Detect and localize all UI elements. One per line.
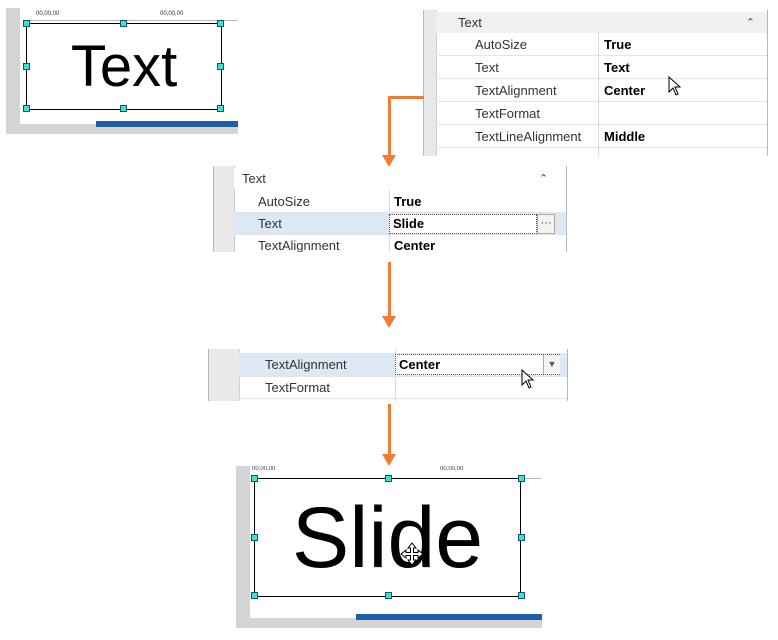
arrow-connector: [388, 96, 424, 99]
canvas-bottom-edge: [236, 618, 542, 628]
ruler-label: 00,00,00: [252, 466, 276, 472]
mouse-pointer-icon: [521, 369, 535, 389]
arrow-connector: [388, 404, 391, 456]
column-divider: [598, 33, 599, 156]
resize-handle[interactable]: [385, 592, 392, 599]
grid-gutter: [424, 10, 437, 156]
ellipsis-icon: ···: [540, 217, 552, 229]
text-box-content: Text: [70, 33, 178, 99]
property-value: Center: [399, 357, 441, 372]
arrow-down-icon: [382, 155, 396, 167]
arrow-down-icon: [382, 316, 396, 328]
property-name: TextAlignment: [258, 238, 340, 252]
resize-handle[interactable]: [120, 105, 127, 112]
property-grid-top: Text ⌃ AutoSize True Text Text TextAlign…: [423, 10, 768, 156]
property-name: TextAlignment: [475, 83, 557, 98]
arrow-connector: [388, 96, 391, 156]
category-label: Text: [242, 171, 266, 186]
chevron-up-icon[interactable]: ⌃: [538, 173, 548, 185]
designer-canvas-top: 00,00,00 00,00,00 Text: [6, 8, 238, 134]
property-name: Text: [258, 216, 282, 231]
property-row[interactable]: TextFormat: [436, 103, 767, 125]
property-row[interactable]: AutoSize True: [436, 34, 767, 56]
chevron-up-icon[interactable]: ⌃: [745, 17, 755, 29]
property-name: TextFormat: [475, 106, 541, 121]
category-text[interactable]: Text ⌃: [436, 12, 767, 33]
text-label-box[interactable]: Slide: [254, 478, 521, 597]
property-row[interactable]: TextLineAlignment Middle: [436, 126, 767, 148]
resize-handle[interactable]: [23, 63, 30, 70]
property-name: TextAlignment: [265, 357, 347, 372]
ruler-label: 00,00,00: [160, 11, 184, 17]
canvas-left-edge: [236, 466, 250, 628]
ruler-line: [26, 20, 238, 21]
property-value: True: [394, 194, 422, 209]
resize-handle[interactable]: [251, 475, 258, 482]
designer-canvas-bottom: 00,00,00 00,00,00 Slide: [236, 466, 542, 628]
text-value-input[interactable]: Slide: [389, 214, 537, 234]
property-value: Text: [604, 60, 630, 75]
ruler-label: 00,00,00: [36, 11, 60, 17]
category-text[interactable]: Text ⌃: [234, 168, 566, 189]
text-alignment-select[interactable]: Center: [395, 354, 560, 375]
property-row[interactable]: AutoSize True: [234, 191, 566, 213]
property-name: AutoSize: [258, 194, 311, 209]
resize-handle[interactable]: [518, 475, 525, 482]
resize-handle[interactable]: [217, 105, 224, 112]
resize-handle[interactable]: [518, 592, 525, 599]
property-row[interactable]: TextAlignment Center: [436, 80, 767, 102]
arrow-connector: [388, 262, 391, 318]
resize-handle[interactable]: [385, 475, 392, 482]
property-value: True: [604, 37, 632, 52]
category-label: Text: [458, 15, 482, 30]
canvas-accent-bar: [96, 121, 238, 127]
grid-gutter: [214, 166, 235, 252]
mouse-pointer-icon: [668, 76, 682, 96]
resize-handle[interactable]: [251, 534, 258, 541]
dropdown-arrow-icon[interactable]: ▼: [543, 355, 560, 374]
text-label-box[interactable]: Text: [26, 23, 222, 110]
resize-handle[interactable]: [217, 63, 224, 70]
property-value: Slide: [393, 216, 425, 231]
property-name: AutoSize: [475, 37, 528, 52]
property-grid-middle: Text ⌃ AutoSize True Text Slide ··· Text…: [213, 166, 567, 252]
resize-handle[interactable]: [518, 534, 525, 541]
resize-handle[interactable]: [217, 20, 224, 27]
canvas-left-edge: [6, 8, 20, 134]
property-name: Text: [475, 60, 499, 75]
ruler-label: 00,00,00: [440, 466, 464, 472]
resize-handle[interactable]: [23, 20, 30, 27]
property-row[interactable]: TextFormat: [239, 377, 567, 399]
grid-gutter: [209, 349, 240, 401]
ellipsis-button[interactable]: ···: [537, 214, 555, 234]
move-cursor-icon: [400, 542, 424, 566]
property-row[interactable]: Text Text: [436, 57, 767, 79]
property-value: Center: [604, 83, 646, 98]
property-name: TextLineAlignment: [475, 129, 582, 144]
canvas-accent-bar: [356, 614, 542, 620]
canvas-bottom-edge: [6, 124, 238, 134]
property-name: TextFormat: [265, 380, 331, 395]
resize-handle[interactable]: [23, 105, 30, 112]
property-value: Center: [394, 238, 436, 252]
arrow-down-icon: [382, 454, 396, 466]
resize-handle[interactable]: [120, 20, 127, 27]
text-box-content: Slide: [291, 489, 484, 586]
resize-handle[interactable]: [251, 592, 258, 599]
property-row[interactable]: TextAlignment Center: [234, 235, 566, 252]
property-grid-lower: TextAlignment Center ▼ TextFormat: [208, 349, 568, 401]
property-value: Middle: [604, 129, 646, 144]
